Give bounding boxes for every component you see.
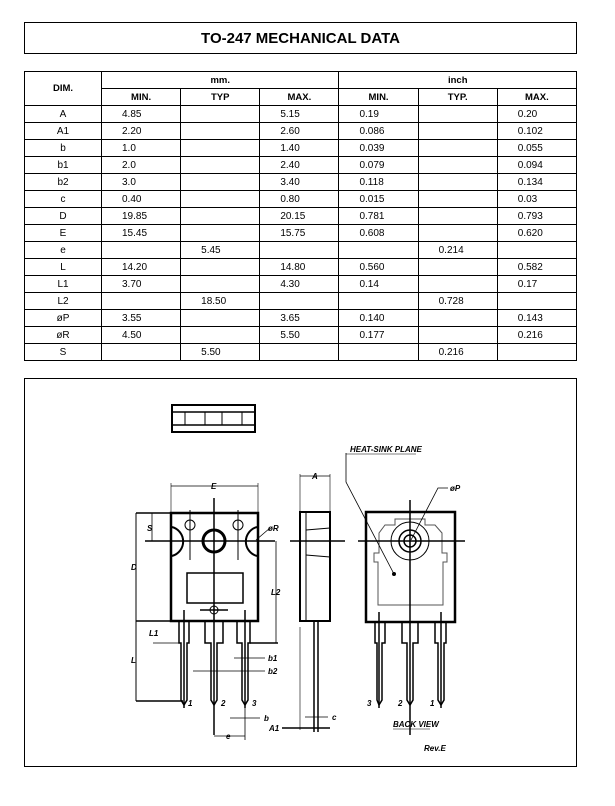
label-E: E (211, 482, 217, 491)
label-A1: A1 (268, 724, 280, 733)
dim-header: DIM. (24, 71, 102, 106)
front-pin-1: 1 (188, 699, 193, 708)
label-rev: Rev.E (424, 744, 446, 753)
page-title: TO-247 MECHANICAL DATA (24, 22, 577, 54)
front-pin-3: 3 (252, 699, 257, 708)
mechanical-drawing (24, 378, 577, 767)
front-view (135, 483, 278, 740)
label-L2: L2 (271, 588, 281, 597)
label-e: e (226, 732, 231, 741)
label-b: b (264, 714, 269, 723)
drawing-labels: E D S øR L2 L1 L b1 b2 b e A1 c A øP HEA… (131, 445, 461, 753)
value-cell (496, 343, 578, 361)
back-view (345, 453, 465, 735)
label-L1: L1 (149, 629, 159, 638)
label-L: L (131, 656, 136, 665)
side-view (282, 474, 345, 732)
table-header-row: DIM. mm. inch (24, 71, 577, 106)
back-pin-1: 1 (430, 699, 435, 708)
label-A: A (311, 472, 318, 481)
label-b1: b1 (268, 654, 278, 663)
back-pin-2: 2 (397, 699, 403, 708)
label-D: D (131, 563, 137, 572)
label-S: S (147, 524, 153, 533)
label-R: øR (268, 524, 279, 533)
top-view (171, 404, 256, 433)
label-b2: b2 (268, 667, 278, 676)
front-pin-2: 2 (220, 699, 226, 708)
label-back-view: BACK VIEW (393, 720, 440, 729)
label-c: c (332, 713, 337, 722)
label-heatsink-plane: HEAT-SINK PLANE (350, 445, 423, 454)
label-P: øP (450, 484, 461, 493)
back-pin-3: 3 (367, 699, 372, 708)
